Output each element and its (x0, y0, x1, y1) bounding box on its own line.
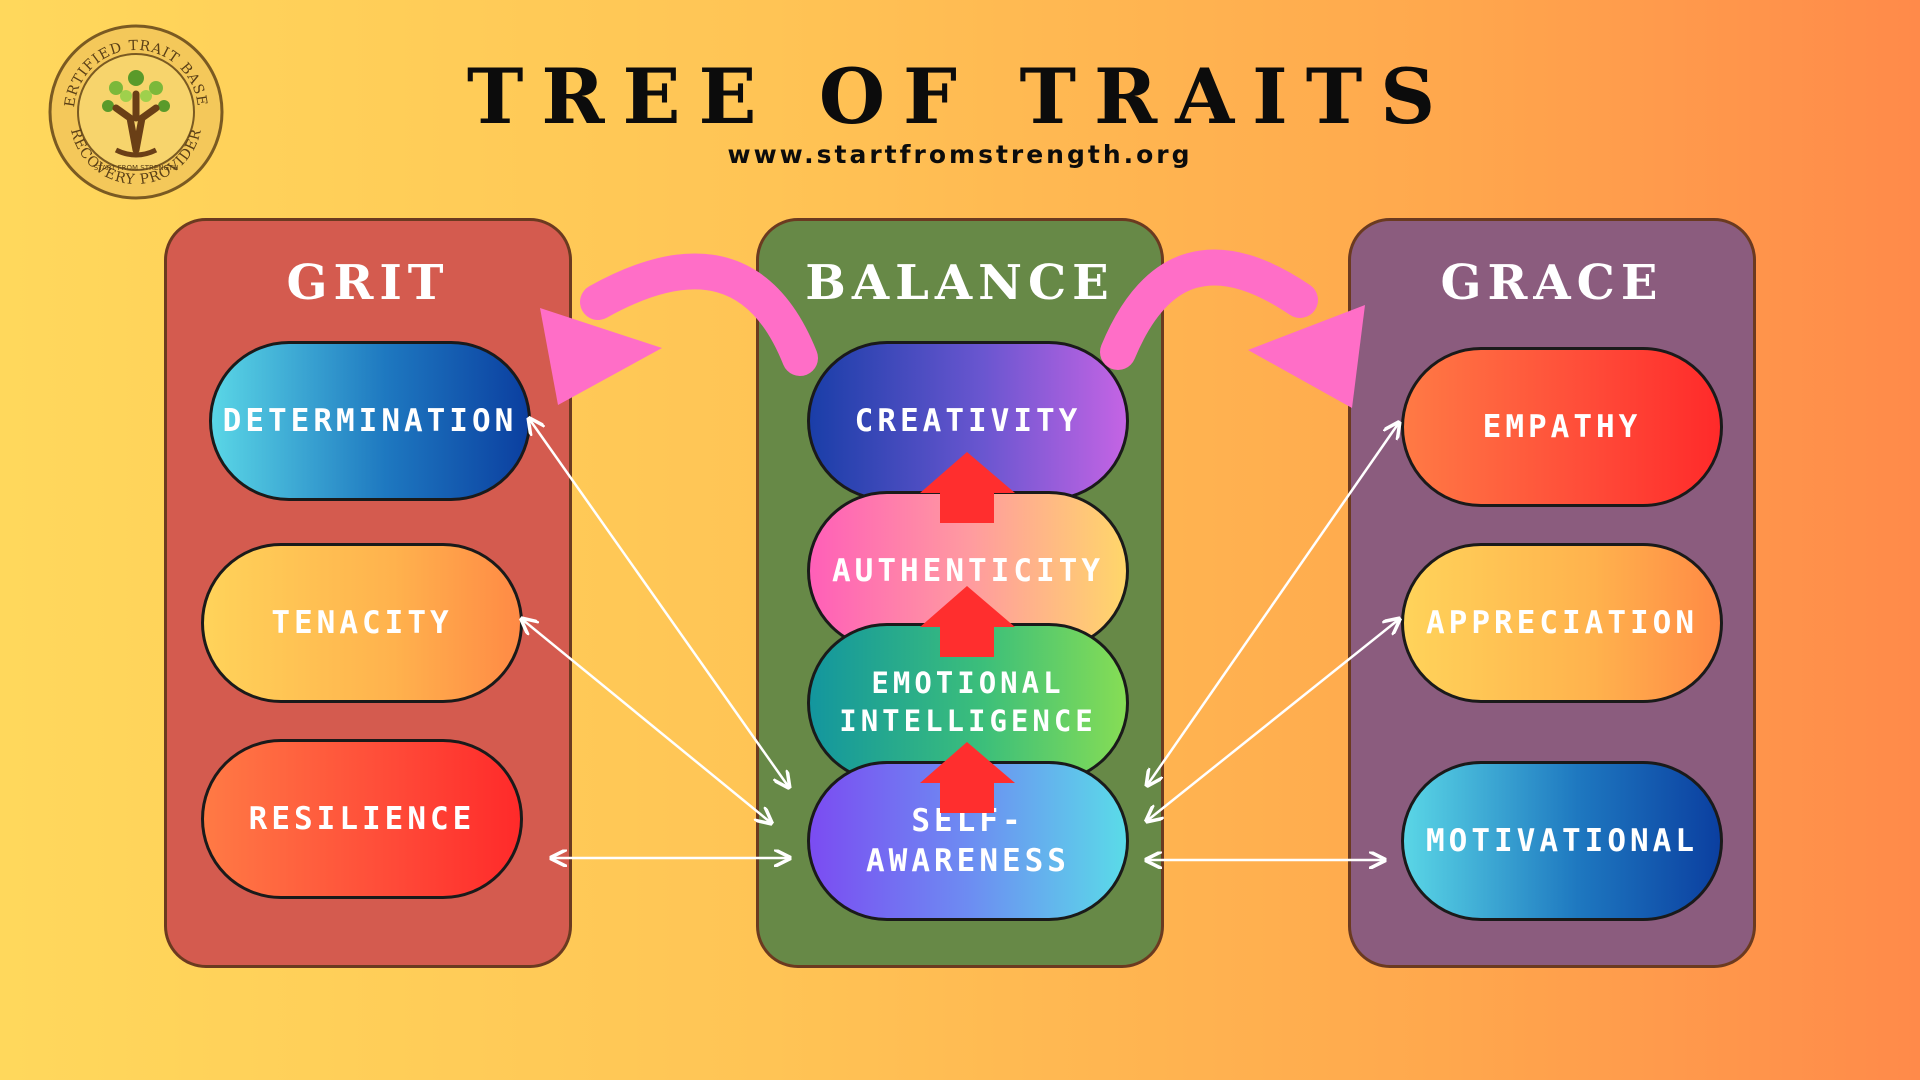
connector-empathy (1148, 424, 1398, 784)
grace-title: GRACE (1440, 255, 1664, 311)
trait-empathy[interactable]: EMPATHY (1401, 347, 1723, 507)
trait-tenacity[interactable]: TENACITY (201, 543, 523, 703)
tree-leaves (102, 70, 170, 112)
grace-column: GRACE EMPATHY APPRECIATION MOTIVATIONAL (1348, 218, 1756, 968)
up-arrow-icon (920, 742, 1015, 813)
website-url[interactable]: www.startfromstrength.org (727, 140, 1193, 169)
tree-seal-icon: CERTIFIED TRAIT BASED RECOVERY PROVIDER … (46, 22, 224, 200)
connector-appreciation (1148, 620, 1398, 820)
up-arrow-icon (920, 452, 1015, 523)
page-title: TREE OF TRAITS (466, 52, 1454, 141)
logo-text-inner: START FROM STRENGTH (94, 164, 178, 172)
trait-resilience[interactable]: RESILIENCE (201, 739, 523, 899)
grit-title: GRIT (286, 255, 450, 311)
connector-tenacity (523, 620, 770, 822)
balance-title: BALANCE (805, 255, 1115, 311)
up-arrow-icon (920, 586, 1015, 657)
trait-appreciation[interactable]: APPRECIATION (1401, 543, 1723, 703)
curved-arrow-to-grace (1100, 249, 1365, 408)
curved-arrow-to-grit (540, 253, 818, 405)
trait-motivational[interactable]: MOTIVATIONAL (1401, 761, 1723, 921)
grit-column: GRIT DETERMINATION TENACITY RESILIENCE (164, 218, 572, 968)
